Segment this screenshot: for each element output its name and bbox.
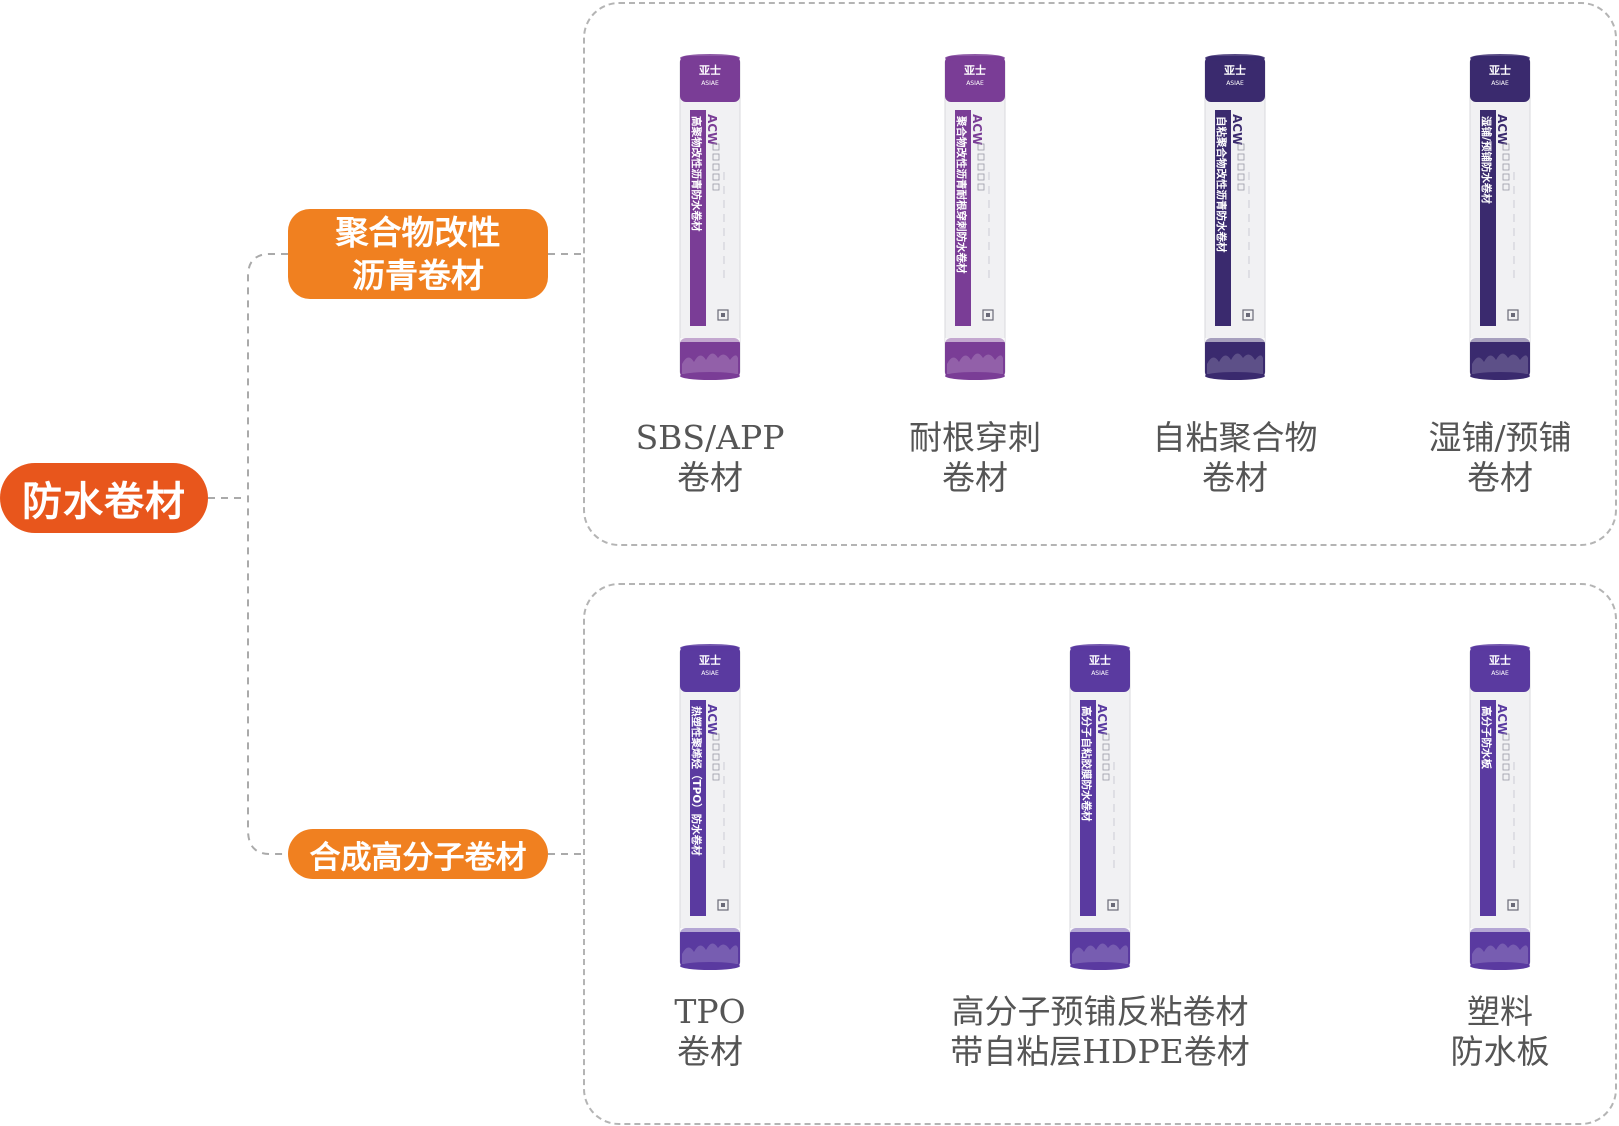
category-label-line1: 聚合物改性 xyxy=(335,213,501,252)
svg-text:ASIAE: ASIAE xyxy=(1491,670,1509,677)
roll-product-name: 高分子自粘胶膜防水卷材 xyxy=(1080,706,1093,822)
svg-text:ACW: ACW xyxy=(970,114,984,145)
product-caption: 塑料防水板 xyxy=(1340,992,1619,1072)
svg-text:ACW: ACW xyxy=(1095,704,1109,735)
svg-text:亚士: 亚士 xyxy=(1089,653,1111,667)
product-caption-line1: 塑料 xyxy=(1467,992,1533,1031)
product-caption-line1: SBS/APP xyxy=(635,418,785,457)
product-caption-line1: 湿铺/预铺 xyxy=(1428,418,1572,457)
svg-text:ACW: ACW xyxy=(705,114,719,145)
category-label-line2: 沥青卷材 xyxy=(352,256,484,295)
svg-text:ASIAE: ASIAE xyxy=(1226,80,1244,87)
product-caption: 耐根穿刺卷材 xyxy=(815,418,1135,498)
product-caption-line2: 卷材 xyxy=(942,458,1008,497)
svg-text:ACW: ACW xyxy=(1495,114,1509,145)
category-node-synthetic-polymer: 合成高分子卷材 xyxy=(288,829,548,879)
svg-text:亚士: 亚士 xyxy=(1489,653,1511,667)
svg-text:亚士: 亚士 xyxy=(1489,63,1511,77)
product-caption-line2: 带自粘层HDPE卷材 xyxy=(950,1032,1250,1071)
svg-text:亚士: 亚士 xyxy=(699,63,721,77)
product-caption-line2: 卷材 xyxy=(677,458,743,497)
svg-text:ACW: ACW xyxy=(1495,704,1509,735)
svg-text:ASIAE: ASIAE xyxy=(701,80,719,87)
category-node-polymer-asphalt: 聚合物改性 沥青卷材 xyxy=(288,209,548,299)
roll-product-name: 高聚物改性沥青防水卷材 xyxy=(690,116,703,232)
roll-product-name: 聚合物改性沥青耐根穿刺防水卷材 xyxy=(955,115,968,274)
svg-text:亚士: 亚士 xyxy=(1224,63,1246,77)
roll-product-name: 湿铺/预铺防水卷材 xyxy=(1480,116,1493,204)
product-caption-line1: 高分子预铺反粘卷材 xyxy=(951,992,1249,1031)
root-node: 防水卷材 xyxy=(0,463,208,533)
svg-text:ASIAE: ASIAE xyxy=(701,670,719,677)
product-caption: 高分子预铺反粘卷材带自粘层HDPE卷材 xyxy=(940,992,1260,1072)
svg-text:ASIAE: ASIAE xyxy=(966,80,984,87)
product-caption-line2: 卷材 xyxy=(1202,458,1268,497)
product-caption-line1: 耐根穿刺 xyxy=(909,418,1041,457)
svg-text:ACW: ACW xyxy=(1230,114,1244,145)
product-caption-line1: TPO xyxy=(674,992,746,1031)
svg-text:亚士: 亚士 xyxy=(699,653,721,667)
product-caption-line2: 卷材 xyxy=(677,1032,743,1071)
svg-text:ACW: ACW xyxy=(705,704,719,735)
roll-product-name: 自粘聚合物改性沥青防水卷材 xyxy=(1215,116,1228,253)
product-caption-line2: 防水板 xyxy=(1450,1032,1550,1071)
product-caption: 自粘聚合物卷材 xyxy=(1075,418,1395,498)
category-label: 合成高分子卷材 xyxy=(309,839,527,876)
branch-bracket xyxy=(247,253,288,855)
product-caption-line2: 卷材 xyxy=(1467,458,1533,497)
roll-product-name: 热塑性聚烯烃（TPO）防水卷材 xyxy=(690,706,703,856)
product-caption-line1: 自粘聚合物 xyxy=(1152,418,1318,457)
svg-text:ASIAE: ASIAE xyxy=(1491,80,1509,87)
product-group-synthetic-polymer xyxy=(583,583,1617,1125)
product-caption: 湿铺/预铺卷材 xyxy=(1340,418,1619,498)
product-group-polymer-asphalt xyxy=(583,2,1617,546)
svg-text:亚士: 亚士 xyxy=(964,63,986,77)
svg-text:ASIAE: ASIAE xyxy=(1091,670,1109,677)
root-label: 防水卷材 xyxy=(22,478,186,525)
roll-product-name: 高分子防水板 xyxy=(1480,706,1493,769)
